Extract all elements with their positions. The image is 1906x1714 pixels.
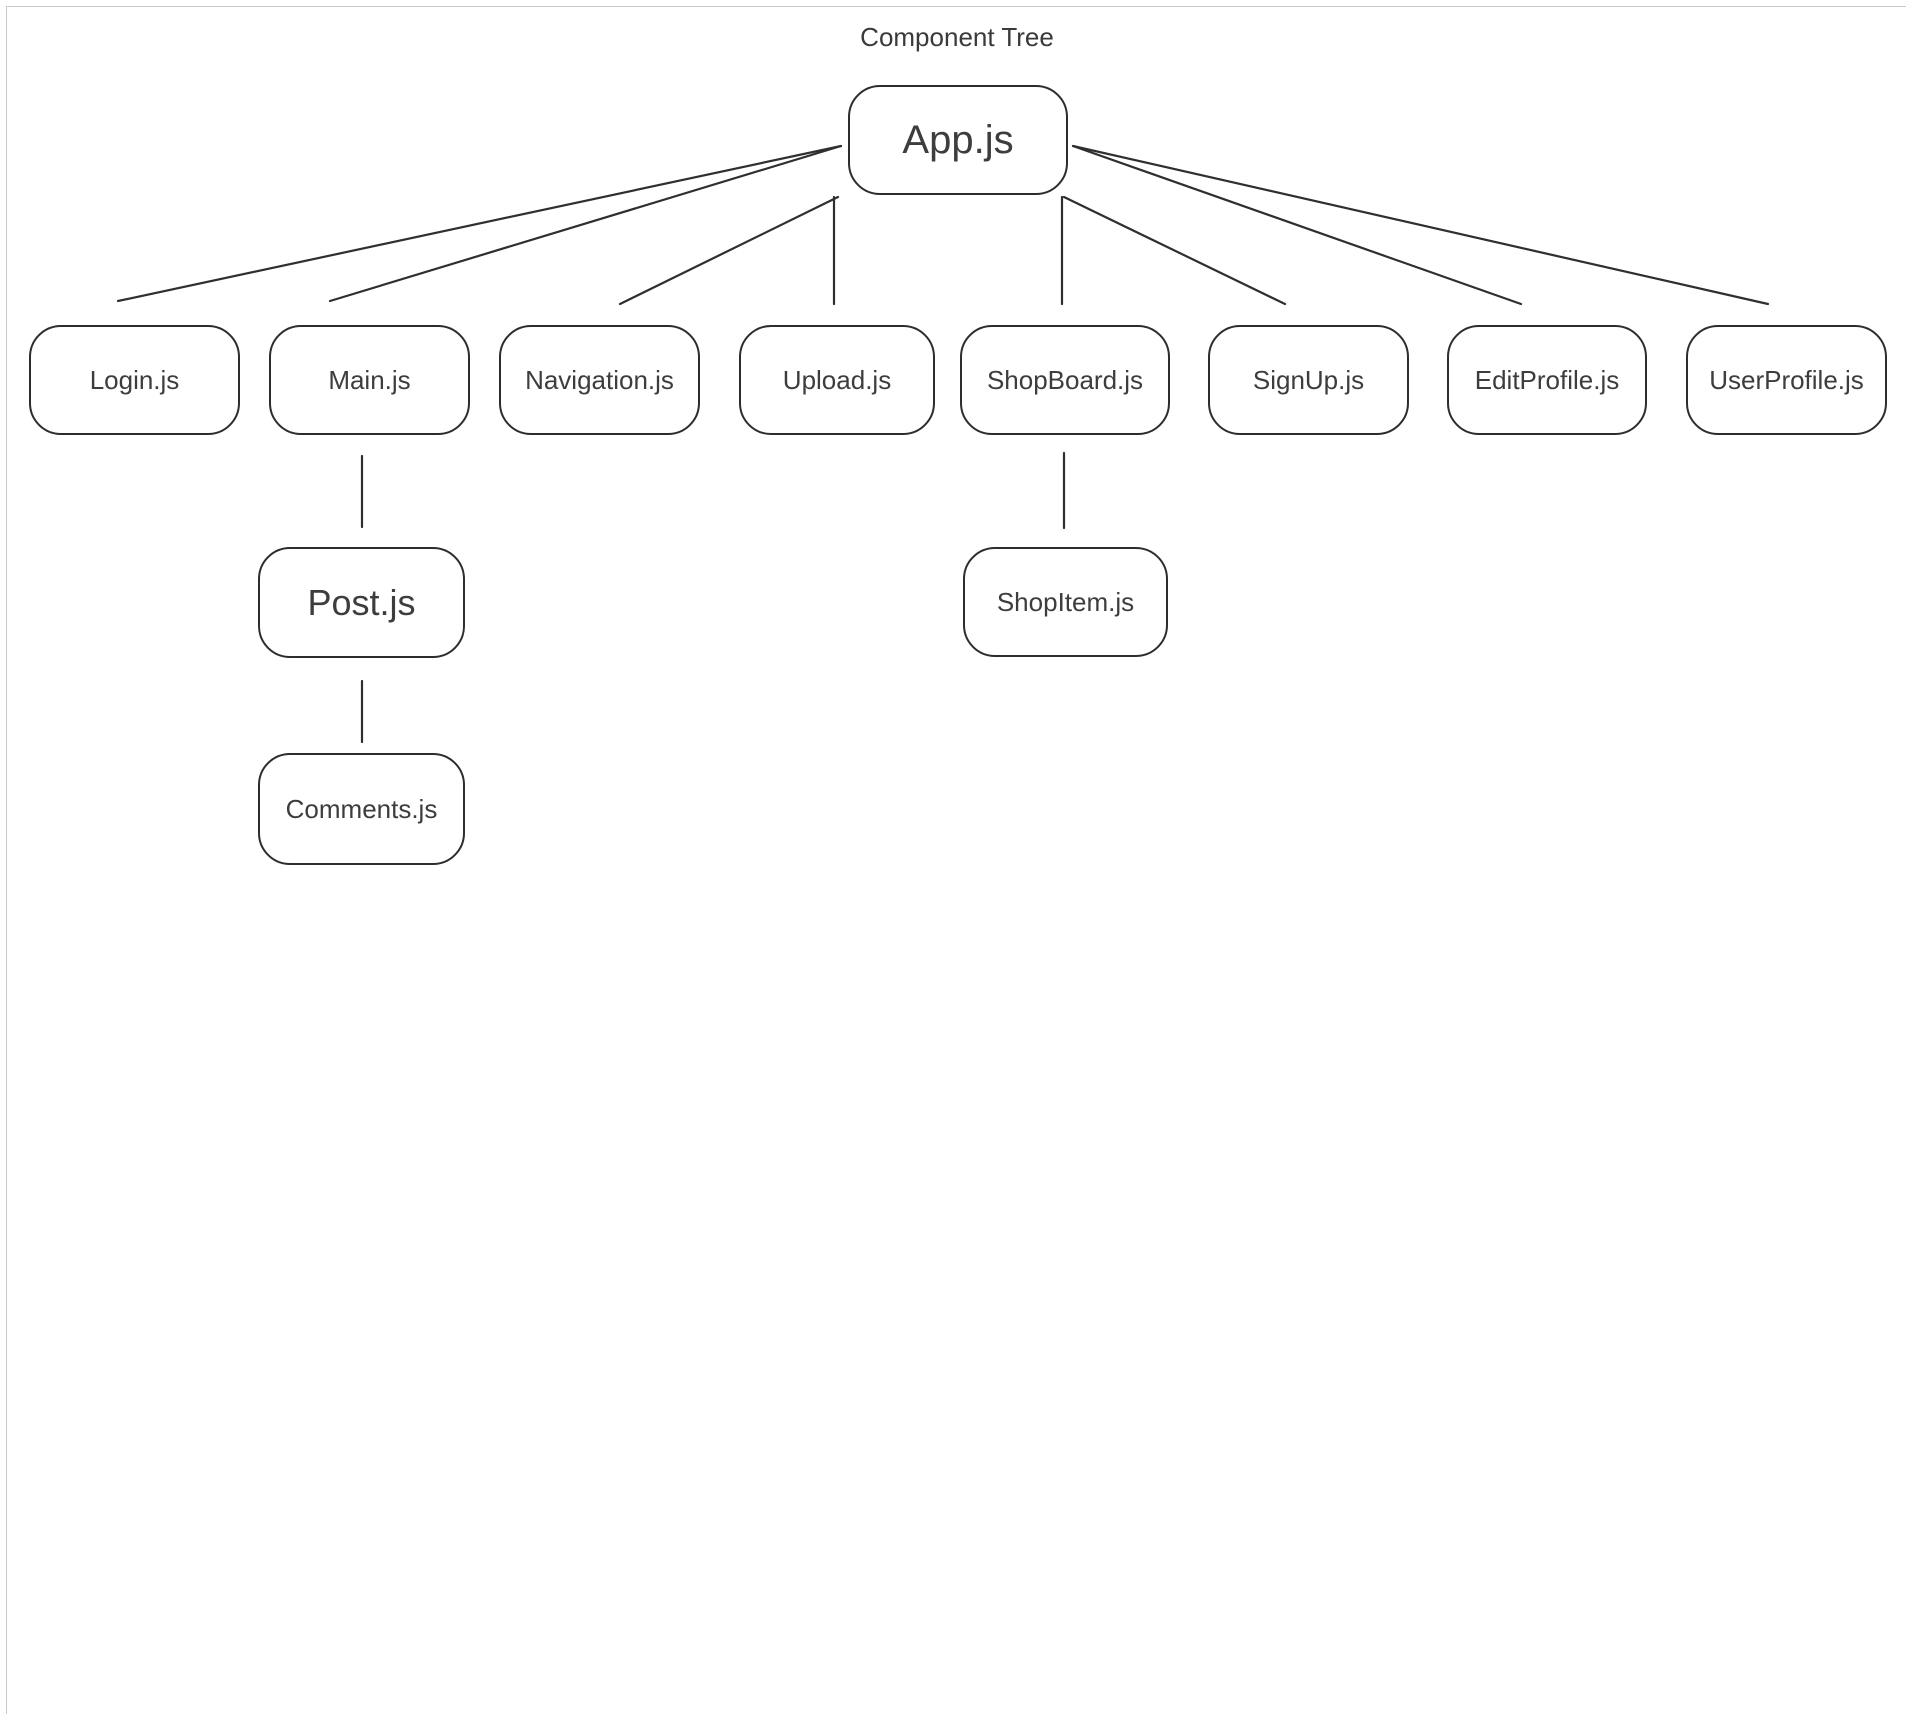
node-login-js-label: Login.js	[89, 364, 180, 395]
node-upload-js[interactable]: Upload.js	[739, 325, 935, 435]
diagram-title: Component Tree	[860, 22, 1054, 52]
node-signup-js[interactable]: SignUp.js	[1208, 325, 1409, 435]
edge-app-signup	[1062, 195, 1287, 306]
node-navigation-js[interactable]: Navigation.js	[499, 325, 700, 435]
edge-app-navigation	[618, 195, 840, 306]
canvas-border-top	[6, 6, 1906, 7]
node-shopitem-js-label: ShopItem.js	[996, 586, 1135, 617]
node-editprofile-js-label: EditProfile.js	[1474, 364, 1620, 395]
edge-app-editprofile	[1071, 144, 1523, 306]
edge-app-login	[116, 144, 843, 303]
node-login-js[interactable]: Login.js	[29, 325, 240, 435]
edge-app-userprofile	[1071, 144, 1770, 306]
node-shopboard-js[interactable]: ShopBoard.js	[960, 325, 1170, 435]
node-signup-js-label: SignUp.js	[1252, 364, 1365, 395]
node-main-js-label: Main.js	[328, 364, 411, 395]
node-upload-js-label: Upload.js	[782, 364, 892, 395]
node-main-js[interactable]: Main.js	[269, 325, 470, 435]
node-shopitem-js[interactable]: ShopItem.js	[963, 547, 1168, 657]
node-userprofile-js[interactable]: UserProfile.js	[1686, 325, 1887, 435]
node-app-js[interactable]: App.js	[848, 85, 1068, 195]
node-userprofile-js-label: UserProfile.js	[1709, 364, 1864, 395]
node-app-js-label: App.js	[902, 117, 1014, 162]
node-comments-js-label: Comments.js	[285, 793, 438, 824]
node-post-js[interactable]: Post.js	[258, 547, 465, 658]
node-navigation-js-label: Navigation.js	[525, 364, 674, 395]
node-shopboard-js-label: ShopBoard.js	[986, 364, 1144, 395]
node-post-js-label: Post.js	[307, 581, 416, 623]
node-editprofile-js[interactable]: EditProfile.js	[1447, 325, 1647, 435]
edge-app-main	[328, 144, 843, 303]
node-comments-js[interactable]: Comments.js	[258, 753, 465, 865]
canvas-border-left	[6, 6, 7, 1714]
